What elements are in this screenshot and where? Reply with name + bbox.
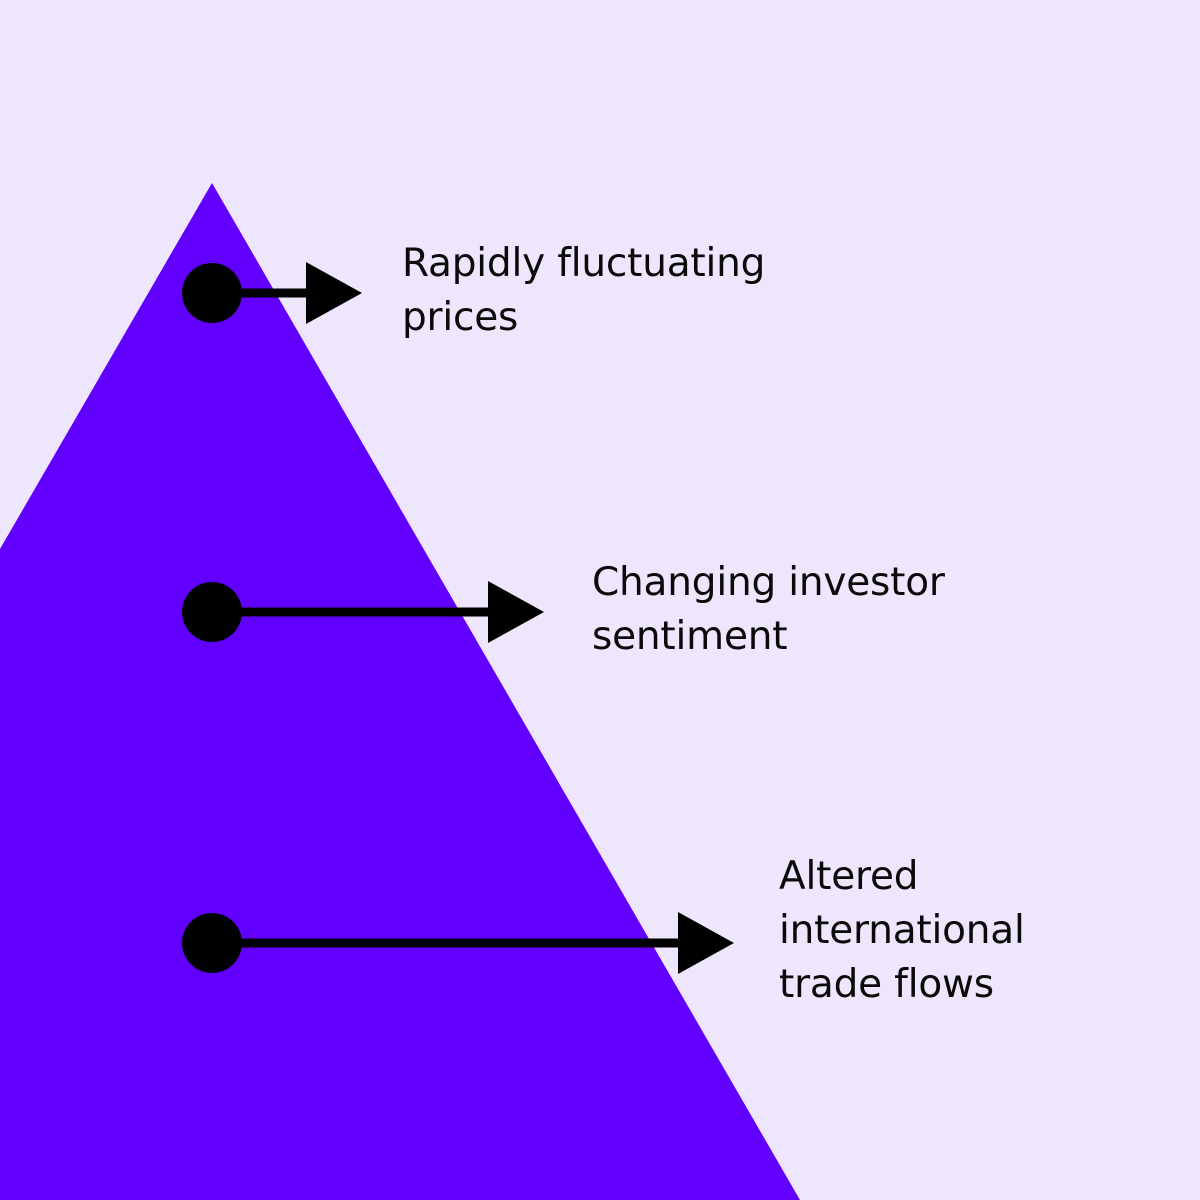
label-2-line-2: sentiment bbox=[592, 614, 788, 659]
connector-3 bbox=[182, 912, 734, 974]
arrow-head-1 bbox=[306, 262, 362, 324]
connector-1 bbox=[182, 262, 362, 324]
label-1-line-2: prices bbox=[402, 295, 519, 340]
label-3-line-1: Altered bbox=[779, 854, 919, 899]
connector-2 bbox=[182, 581, 544, 643]
label-3-line-2: international bbox=[779, 908, 1025, 953]
label-changing-investor-sentiment: Changing investor sentiment bbox=[592, 556, 945, 664]
label-3-line-3: trade flows bbox=[779, 962, 994, 1007]
label-rapidly-fluctuating-prices: Rapidly fluctuating prices bbox=[402, 237, 765, 345]
arrow-head-2 bbox=[488, 581, 544, 643]
label-1-line-1: Rapidly fluctuating bbox=[402, 241, 766, 286]
arrow-head-3 bbox=[678, 912, 734, 974]
label-2-line-1: Changing investor bbox=[592, 560, 945, 605]
label-altered-international-trade-flows: Altered international trade flows bbox=[779, 850, 1025, 1012]
